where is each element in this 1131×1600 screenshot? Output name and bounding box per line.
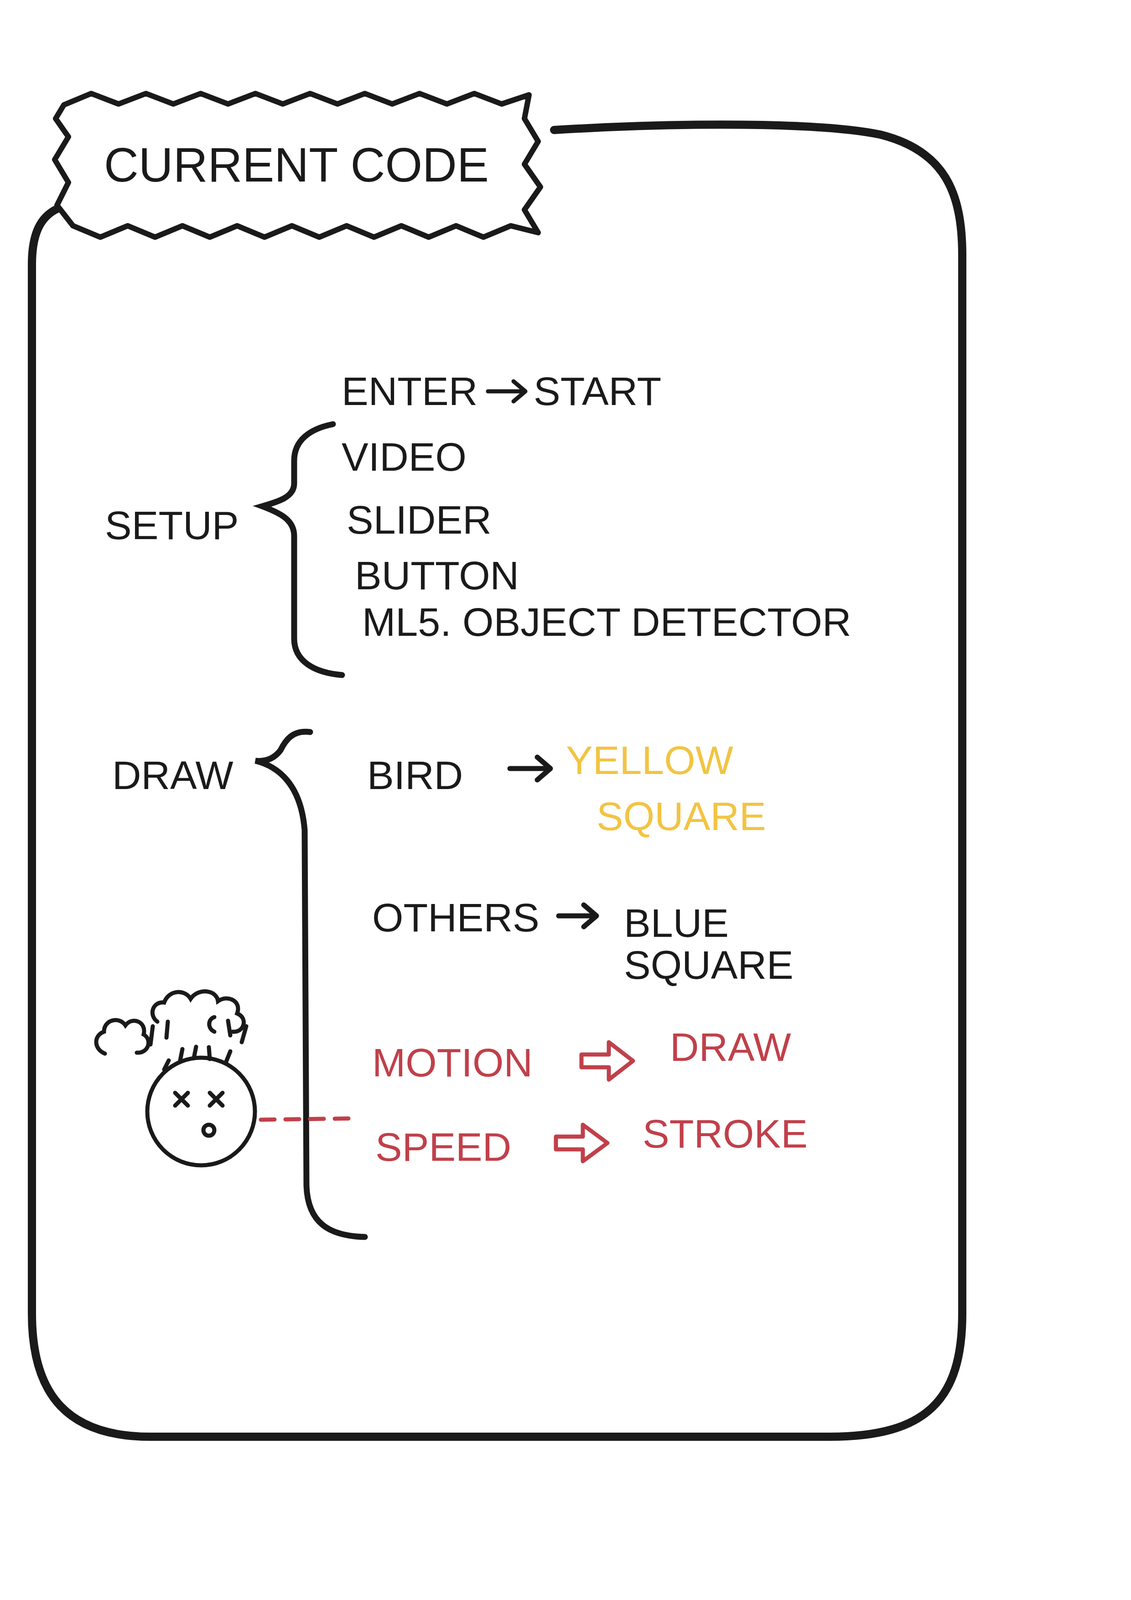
code-item: ML5. OBJECT DETECTOR — [362, 597, 852, 647]
frame-outline — [31, 124, 963, 1437]
result-label: YELLOW SQUARE — [565, 731, 843, 845]
code-item: START — [533, 367, 662, 416]
todo-label: MOTION — [372, 1038, 533, 1087]
setup-brace — [262, 424, 343, 675]
code-item: BUTTON — [354, 551, 519, 600]
todo-label: SPEED — [375, 1122, 512, 1172]
object-label: BIRD — [367, 751, 463, 800]
arrow — [509, 757, 551, 780]
arrow — [487, 381, 526, 402]
code-item: SLIDER — [346, 495, 492, 545]
result-label: BLUE SQUARE — [623, 902, 820, 986]
code-item: ENTER — [341, 367, 478, 416]
hollow-arrow — [555, 1124, 608, 1162]
section-label: DRAW — [112, 751, 234, 800]
diagram-title: CURRENT CODE — [68, 136, 525, 194]
dizzy-face — [96, 991, 255, 1166]
hollow-arrow — [581, 1042, 633, 1080]
section-label: SETUP — [104, 501, 239, 550]
draw-brace — [255, 731, 365, 1237]
leader-line — [260, 1118, 358, 1120]
arrow — [558, 904, 597, 927]
todo-label: STROKE — [642, 1109, 808, 1158]
title-tag — [54, 93, 541, 238]
code-item: VIDEO — [341, 432, 467, 482]
object-label: OTHERS — [372, 893, 540, 942]
todo-label: DRAW — [669, 1022, 792, 1072]
